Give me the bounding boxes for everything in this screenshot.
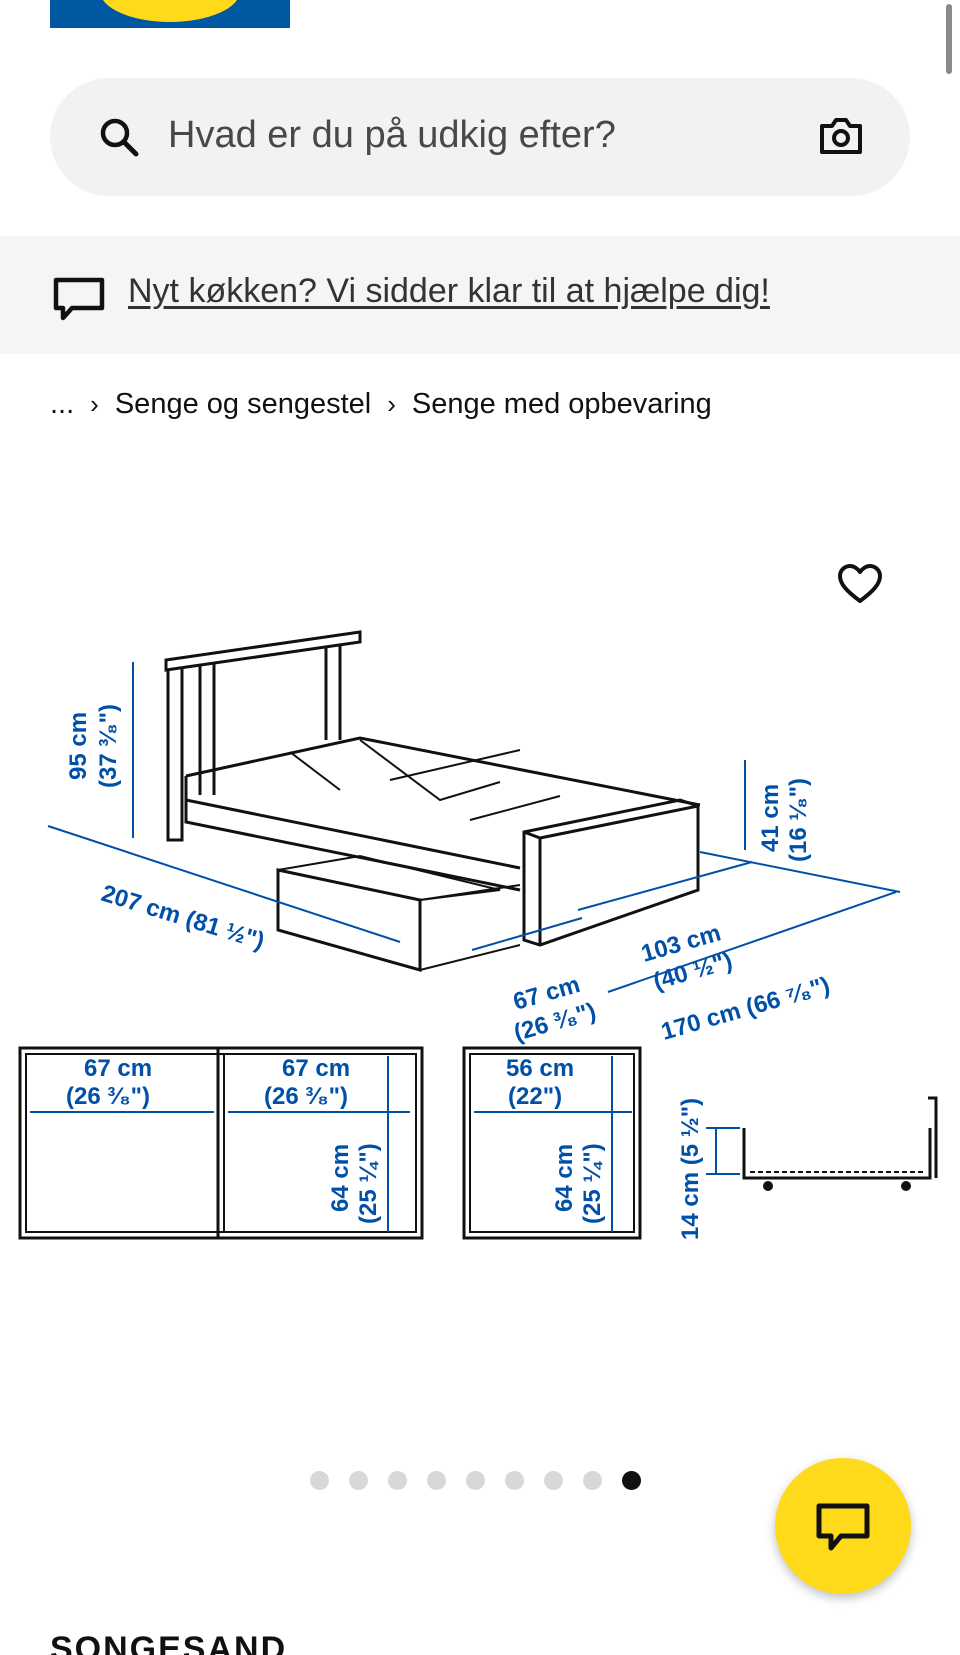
carousel-dot[interactable] — [544, 1471, 563, 1490]
search-bar[interactable]: Hvad er du på udkig efter? — [50, 78, 910, 196]
camera-icon[interactable] — [818, 115, 864, 157]
chat-icon — [816, 1503, 870, 1551]
carousel-pagination — [310, 1471, 641, 1490]
dim-drawer3-depth: 64 cm (25 ¼") — [551, 1137, 606, 1224]
ikea-logo[interactable] — [50, 0, 290, 28]
dim-length: 207 cm (81 ½") — [98, 880, 267, 955]
search-input[interactable]: Hvad er du på udkig efter? — [168, 114, 616, 156]
breadcrumb-item-senge-med-opbevaring[interactable]: Senge med opbevaring — [411, 388, 712, 420]
carousel-dot[interactable] — [388, 1471, 407, 1490]
carousel-dot[interactable] — [349, 1471, 368, 1490]
help-banner[interactable]: Nyt køkken? Vi sidder klar til at hjælpe… — [0, 236, 960, 354]
logo-oval — [100, 0, 240, 22]
bed-drawing — [164, 630, 701, 972]
carousel-dot[interactable] — [622, 1471, 641, 1490]
dim-height-headboard: 95 cm (37 ³⁄₈") — [65, 704, 122, 788]
drawer-side-view — [706, 1096, 938, 1191]
heart-icon[interactable] — [837, 563, 883, 605]
search-icon — [100, 118, 139, 157]
chat-button[interactable] — [775, 1458, 911, 1594]
product-name: SONGESAND — [50, 1630, 288, 1655]
drawer-plans — [18, 1046, 642, 1240]
dim-drawer3-width: 56 cm (22") — [506, 1055, 581, 1110]
carousel-dot[interactable] — [583, 1471, 602, 1490]
product-dimension-diagram[interactable]: 95 cm (37 ³⁄₈") 207 cm (81 ½") 41 cm (16… — [0, 600, 960, 1300]
carousel-dot[interactable] — [427, 1471, 446, 1490]
breadcrumb: ... › Senge og sengestel › Senge med opb… — [50, 388, 712, 421]
carousel-dot[interactable] — [310, 1471, 329, 1490]
carousel-dot[interactable] — [505, 1471, 524, 1490]
dim-drawer-pull: 67 cm (26 ³⁄₈") — [503, 969, 599, 1047]
dim-width-inner: 103 cm (40 ½") — [638, 918, 738, 997]
breadcrumb-ellipsis[interactable]: ... — [50, 388, 75, 420]
dimension-lines — [47, 662, 901, 993]
dim-drawer2-width: 67 cm (26 ³⁄₈") — [264, 1055, 357, 1110]
dim-height-footboard: 41 cm (16 ¹⁄₈") — [757, 777, 812, 862]
breadcrumb-item-senge-og-sengestel[interactable]: Senge og sengestel — [114, 388, 372, 420]
dim-drawer2-depth: 64 cm (25 ¼") — [327, 1137, 382, 1224]
chevron-right-icon: › — [90, 389, 99, 419]
help-banner-link[interactable]: Nyt køkken? Vi sidder klar til at hjælpe… — [128, 272, 770, 310]
carousel-dot[interactable] — [466, 1471, 485, 1490]
dim-drawer-height: 14 cm (5 ½") — [677, 1098, 704, 1240]
dim-drawer1-width: 67 cm (26 ³⁄₈") — [66, 1055, 159, 1110]
chevron-right-icon: › — [387, 389, 396, 419]
scrollbar[interactable] — [946, 4, 952, 74]
chat-bubble-icon — [53, 277, 105, 321]
